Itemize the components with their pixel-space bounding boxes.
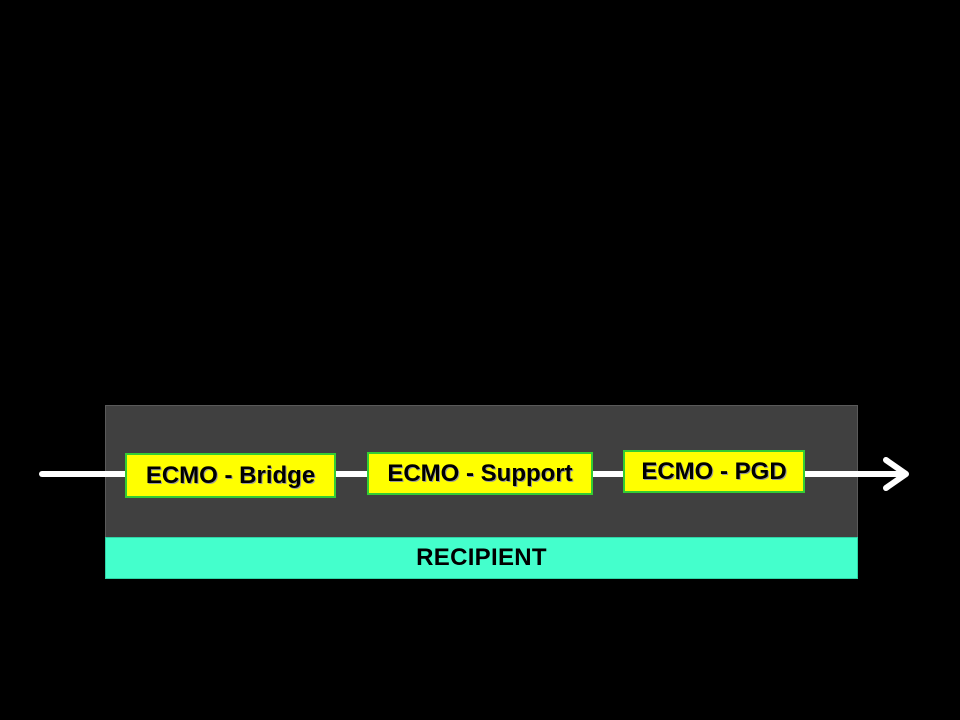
arrow-head-icon — [883, 457, 909, 491]
stage-ecmo-bridge: ECMO - Bridge — [125, 453, 336, 498]
recipient-bar: RECIPIENT — [105, 537, 858, 579]
stage-label: ECMO - Bridge — [145, 461, 316, 489]
stage-ecmo-pgd: ECMO - PGD — [623, 450, 805, 493]
recipient-label: RECIPIENT — [416, 544, 547, 571]
stage-label: ECMO - PGD — [641, 457, 787, 485]
stage-label: ECMO - Support — [387, 459, 573, 487]
stage-ecmo-support: ECMO - Support — [367, 452, 593, 495]
